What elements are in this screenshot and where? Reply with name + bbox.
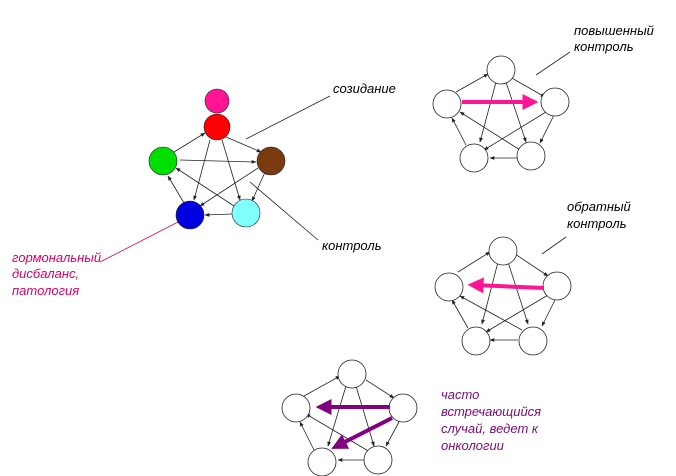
label-increased-control: повышенный контроль [574, 23, 654, 54]
svg-text:часто: часто [441, 387, 479, 402]
svg-text:онкологии: онкологии [441, 438, 504, 453]
cyan-node [231, 198, 261, 228]
svg-text:случай, ведет к: случай, ведет к [441, 421, 539, 436]
pink-node [204, 88, 230, 114]
svg-text:контроль: контроль [574, 39, 634, 54]
red-node [203, 113, 231, 141]
svg-text:контроль: контроль [567, 216, 627, 231]
frequent-nodes [281, 359, 418, 476]
label-creation: созидание [333, 81, 396, 96]
pentagon-reverse [451, 236, 567, 342]
label-control: контроль [322, 238, 382, 253]
purple-arrow-down [331, 416, 393, 449]
svg-text:дисбаланс,: дисбаланс, [12, 266, 79, 281]
brown-node [256, 146, 286, 176]
pink-reverse-arrow [467, 277, 545, 294]
colored-pentagon [99, 95, 331, 263]
increased-nodes [432, 55, 570, 173]
svg-text:встречающийся: встречающийся [441, 404, 541, 419]
label-frequent-case: часто встречающийся случай, ведет к онко… [441, 387, 541, 453]
svg-text:повышенный: повышенный [574, 23, 654, 38]
blue-node [175, 200, 205, 230]
pentagon-frequent [299, 375, 401, 462]
label-reverse-control: обратный контроль [567, 199, 631, 231]
svg-text:гормональный: гормональный [12, 250, 101, 265]
svg-text:патология: патология [12, 283, 79, 298]
reverse-nodes [434, 236, 572, 356]
label-hormonal: гормональный дисбаланс, патология [12, 250, 101, 298]
pentagon-increased [451, 51, 571, 160]
svg-text:обратный: обратный [567, 199, 631, 214]
green-node [148, 146, 178, 176]
